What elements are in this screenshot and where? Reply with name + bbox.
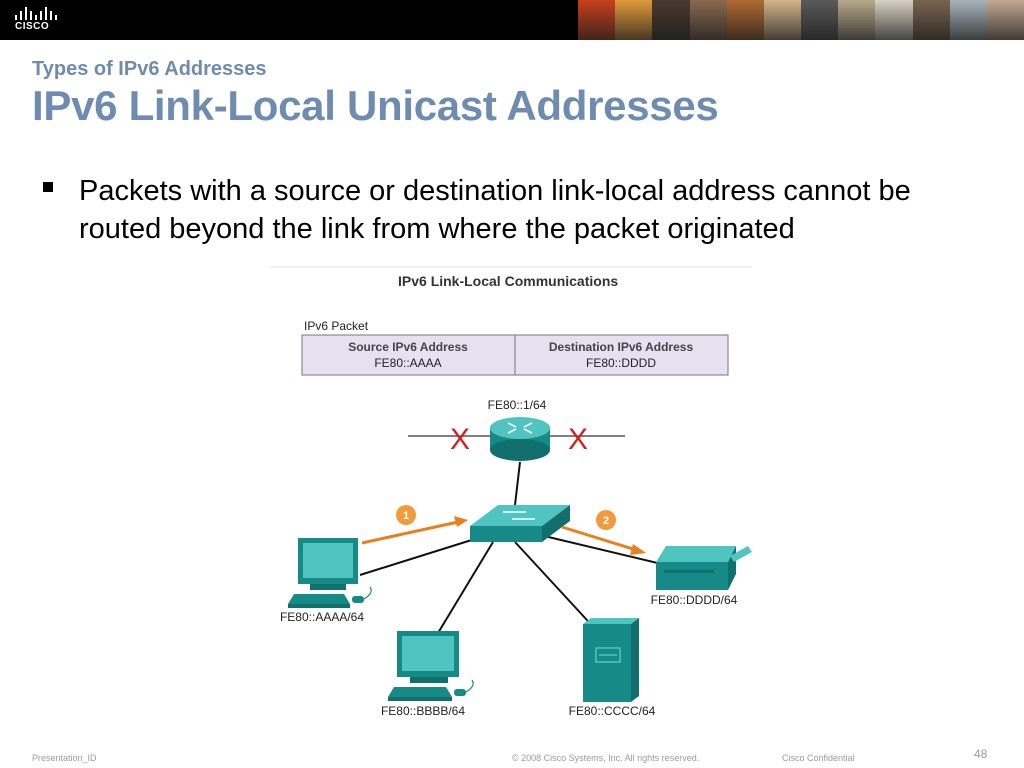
- header-photo-strip: [578, 0, 1024, 40]
- footer-copyright: © 2008 Cisco Systems, Inc. All rights re…: [512, 753, 700, 763]
- switch-server-link: [514, 541, 599, 633]
- header-photo-tile: [763, 0, 802, 40]
- pc-a-icon: [288, 538, 372, 608]
- source-address-value: FE80::AAAA: [374, 356, 441, 370]
- header-photo-tile: [652, 0, 690, 40]
- header-photo-tile: [949, 0, 987, 40]
- server-c-label: FE80::CCCC/64: [569, 704, 656, 718]
- source-address-header: Source IPv6 Address: [348, 340, 468, 354]
- switch-icon: [470, 505, 570, 542]
- cisco-bars-icon: [15, 7, 57, 20]
- arrow-2-head: [630, 544, 646, 555]
- header-photo-tile: [912, 0, 950, 40]
- header-photo-tile: [578, 0, 616, 40]
- header-photo-tile: [838, 0, 876, 40]
- destination-address-header: Destination IPv6 Address: [549, 340, 694, 354]
- footer-confidential: Cisco Confidential: [782, 753, 855, 763]
- step-2-number: 2: [603, 515, 609, 527]
- arrow-2-line: [561, 525, 637, 552]
- diagram-heading: IPv6 Link-Local Communications: [398, 273, 618, 289]
- footer-presentation-id: Presentation_ID: [32, 753, 97, 763]
- cisco-logo: CISCO: [14, 7, 58, 35]
- router-icon: [490, 417, 550, 461]
- printer-d-label: FE80::DDDD/64: [651, 593, 738, 607]
- slide-subtitle: Types of IPv6 Addresses: [32, 58, 267, 80]
- step-1-number: 1: [403, 510, 409, 522]
- bullet-text: Packets with a source or destination lin…: [79, 175, 911, 245]
- header-photo-tile: [689, 0, 727, 40]
- pc-a-label: FE80::AAAA/64: [280, 610, 364, 624]
- header-photo-tile: [615, 0, 653, 40]
- printer-d-icon: [656, 546, 752, 590]
- blocked-left-mark: X: [450, 423, 470, 456]
- slide-title: IPv6 Link-Local Unicast Addresses: [32, 82, 719, 129]
- router-switch-link: [514, 461, 521, 506]
- switch-printer-link: [539, 534, 671, 567]
- destination-address-value: FE80::DDDD: [586, 356, 656, 370]
- router-label: FE80::1/64: [488, 398, 547, 412]
- blocked-right-mark: X: [568, 423, 588, 456]
- traffic-arrows: [361, 516, 646, 555]
- arrow-1-line: [361, 520, 459, 545]
- switch-pc-b-link: [434, 541, 494, 639]
- square-bullet-icon: [43, 182, 53, 192]
- connection-lines: [359, 461, 671, 639]
- header-photo-tile: [801, 0, 839, 40]
- step-2-badge: 2: [596, 510, 616, 530]
- packet-table: Source IPv6 Address FE80::AAAA Destinati…: [301, 334, 729, 376]
- switch-pc-a-link: [359, 537, 479, 576]
- server-c-icon: [583, 618, 639, 702]
- arrow-1-head: [454, 516, 468, 527]
- header-photo-tile: [875, 0, 913, 40]
- header-photo-tile: [726, 0, 764, 40]
- cisco-wordmark: CISCO: [15, 21, 50, 32]
- pc-b-icon: [388, 631, 474, 701]
- packet-label: IPv6 Packet: [304, 319, 369, 333]
- step-1-badge: 1: [396, 505, 416, 525]
- page-number: 48: [974, 747, 988, 761]
- pc-b-label: FE80::BBBB/64: [381, 704, 465, 718]
- header-photo-tile: [986, 0, 1024, 40]
- header-bar: CISCO: [0, 0, 1024, 40]
